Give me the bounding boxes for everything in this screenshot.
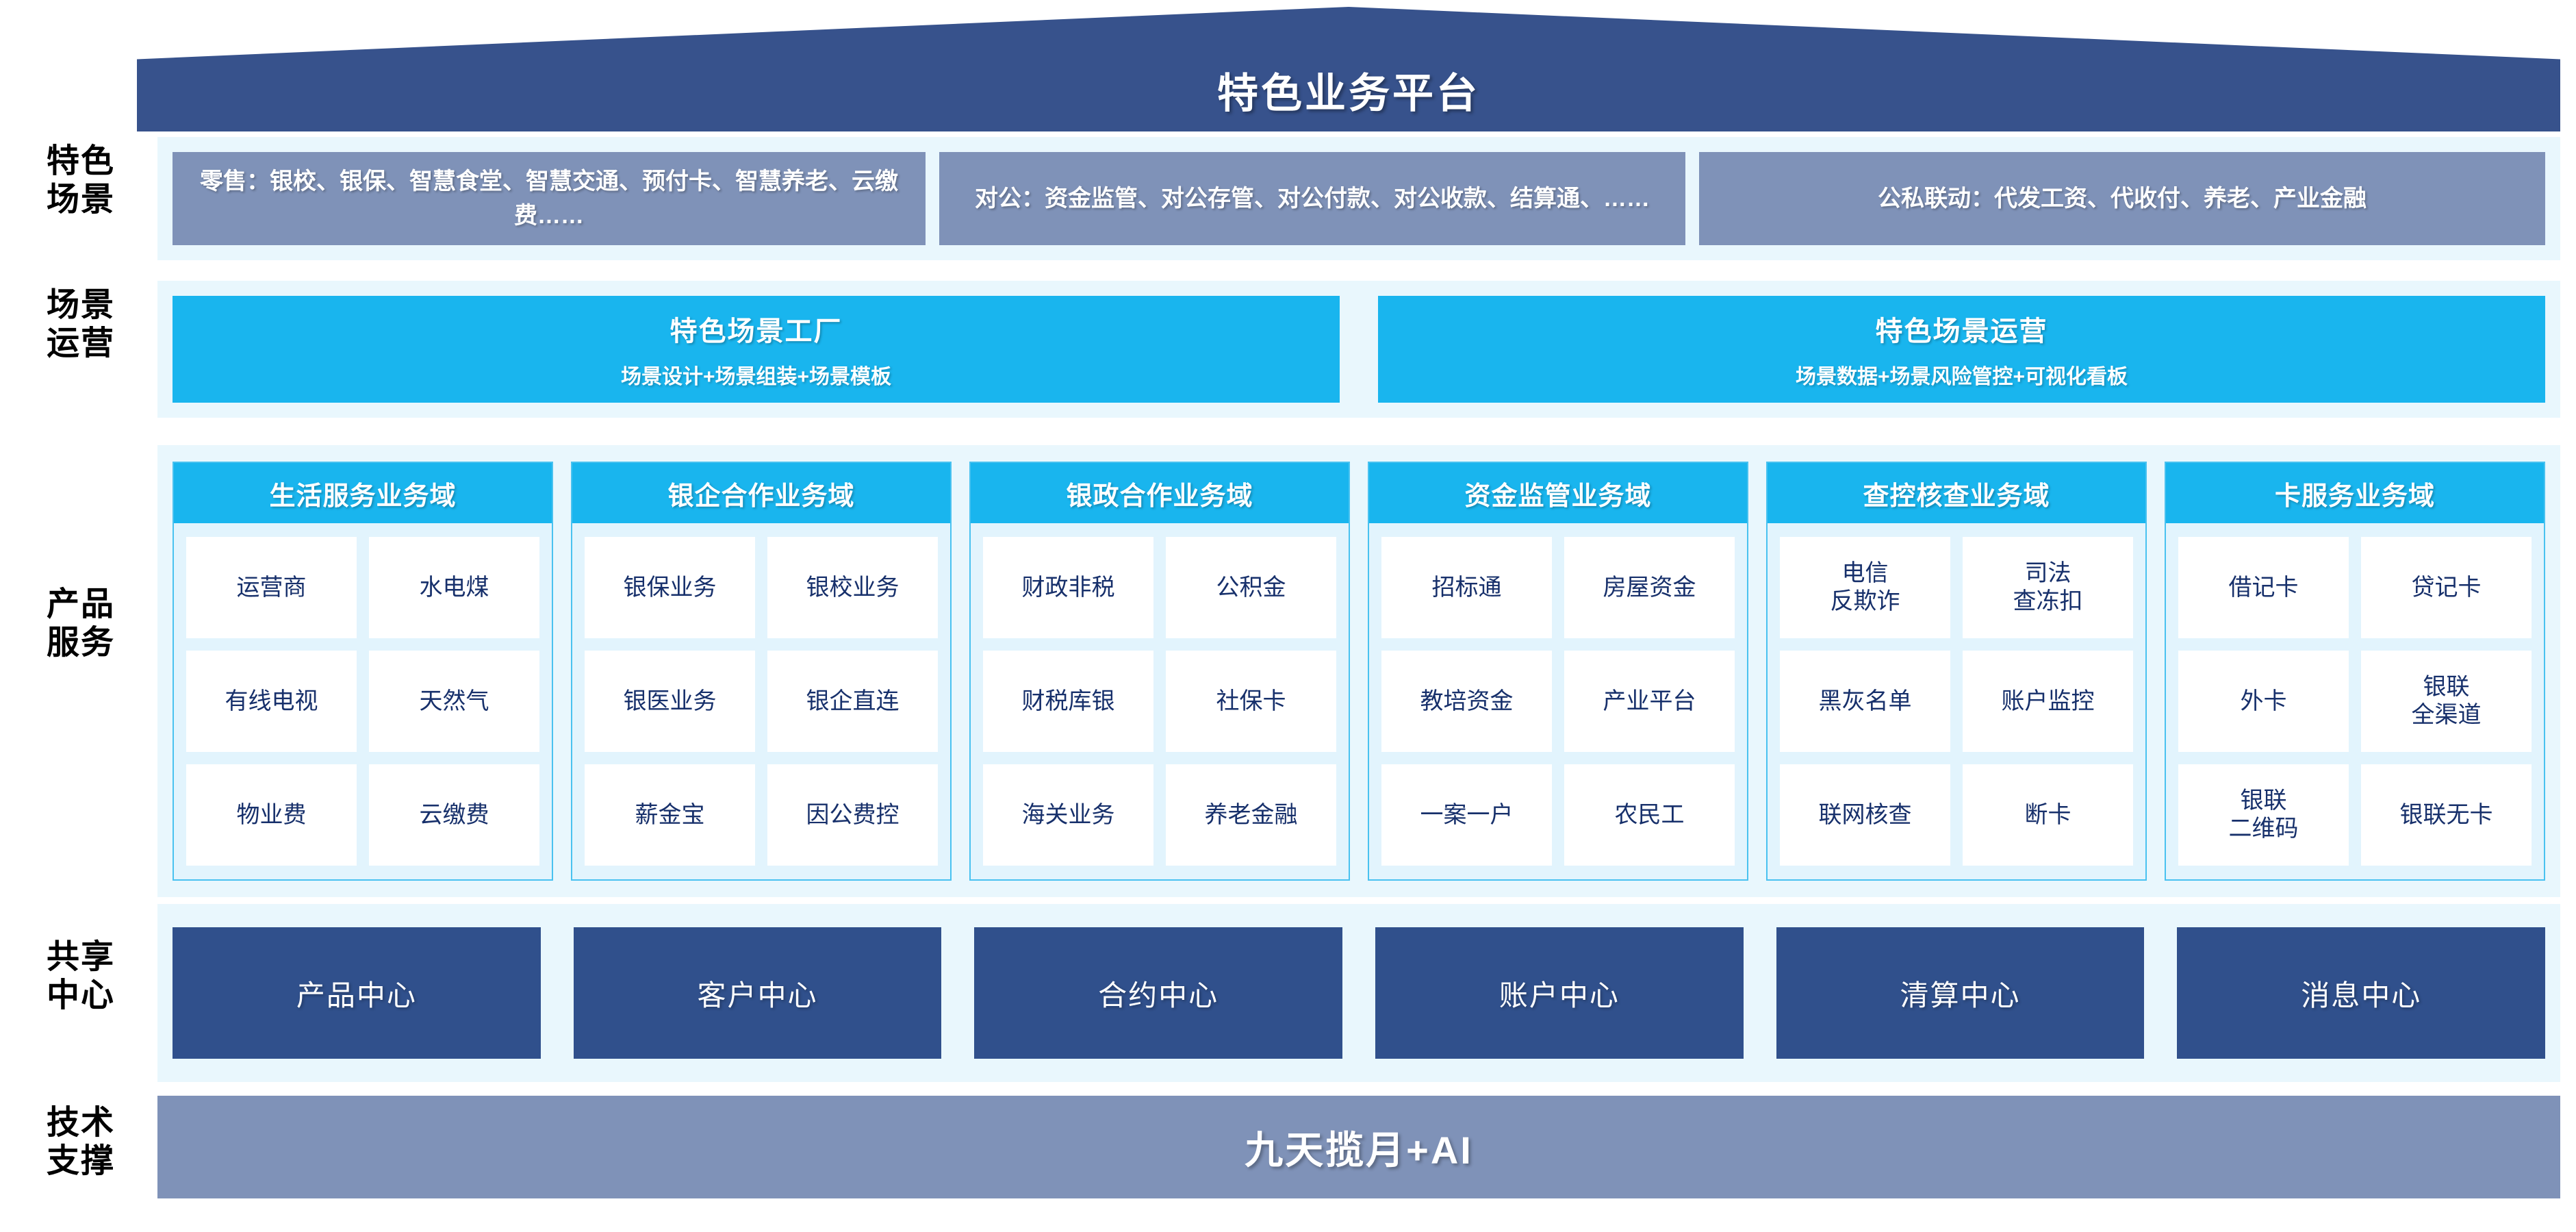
product-cell[interactable]: 银联无卡 — [2361, 764, 2532, 866]
product-cell[interactable]: 断卡 — [1963, 764, 2133, 866]
tech-support-label: 九天揽月+AI — [1245, 1128, 1473, 1172]
product-column-header: 查控核查业务域 — [1768, 463, 2145, 523]
product-cell[interactable]: 薪金宝 — [585, 764, 755, 866]
product-cell[interactable]: 因公费控 — [767, 764, 938, 866]
operations-row: 特色场景工厂 场景设计+场景组装+场景模板 特色场景运营 场景数据+场景风险管控… — [173, 296, 2545, 403]
tech-support-band: 九天揽月+AI — [157, 1096, 2560, 1198]
product-row: 生活服务业务域 运营商 水电煤 有线电视 天然气 物业费 云缴费 银企合作业务域… — [173, 462, 2545, 881]
product-band: 生活服务业务域 运营商 水电煤 有线电视 天然气 物业费 云缴费 银企合作业务域… — [157, 445, 2560, 897]
product-column-bank-enterprise: 银企合作业务域 银保业务 银校业务 银医业务 银企直连 薪金宝 因公费控 — [571, 462, 952, 881]
rail-label-shared: 共享 中心 — [46, 939, 115, 1014]
scenario-box-corporate[interactable]: 对公：资金监管、对公存管、对公付款、对公收款、结算通、…… — [939, 152, 1685, 245]
product-cell[interactable]: 财税库银 — [983, 651, 1153, 752]
product-cell[interactable]: 招标通 — [1381, 537, 1552, 638]
product-cell[interactable]: 天然气 — [369, 651, 539, 752]
product-cell[interactable]: 借记卡 — [2178, 537, 2349, 638]
product-cell[interactable]: 银保业务 — [585, 537, 755, 638]
shared-center-contract[interactable]: 合约中心 — [974, 927, 1343, 1059]
product-column-header: 资金监管业务域 — [1369, 463, 1747, 523]
shared-center-account[interactable]: 账户中心 — [1375, 927, 1744, 1059]
product-cell[interactable]: 公积金 — [1166, 537, 1336, 638]
operations-band: 特色场景工厂 场景设计+场景组装+场景模板 特色场景运营 场景数据+场景风险管控… — [157, 281, 2560, 418]
rail-label-product: 产品 服务 — [46, 586, 115, 661]
product-cell-grid: 电信 反欺诈 司法 查冻扣 黑灰名单 账户监控 联网核查 断卡 — [1768, 523, 2145, 879]
product-column-inquiry-control: 查控核查业务域 电信 反欺诈 司法 查冻扣 黑灰名单 账户监控 联网核查 断卡 — [1766, 462, 2147, 881]
platform-title: 特色业务平台 — [1217, 71, 1480, 116]
product-cell[interactable]: 银联 全渠道 — [2361, 651, 2532, 752]
product-cell[interactable]: 贷记卡 — [2361, 537, 2532, 638]
product-cell[interactable]: 联网核查 — [1780, 764, 1950, 866]
product-cell-grid: 银保业务 银校业务 银医业务 银企直连 薪金宝 因公费控 — [572, 523, 950, 879]
operations-operation-title: 特色场景运营 — [1875, 316, 2048, 347]
operations-factory-subtitle: 场景设计+场景组装+场景模板 — [620, 366, 892, 388]
product-cell[interactable]: 有线电视 — [186, 651, 357, 752]
product-cell[interactable]: 银联 二维码 — [2178, 764, 2349, 866]
product-cell[interactable]: 外卡 — [2178, 651, 2349, 752]
shared-center-product[interactable]: 产品中心 — [173, 927, 541, 1059]
scenario-box-linkage[interactable]: 公私联动：代发工资、代收付、养老、产业金融 — [1699, 152, 2545, 245]
product-column-card-services: 卡服务业务域 借记卡 贷记卡 外卡 银联 全渠道 银联 二维码 银联无卡 — [2165, 462, 2545, 881]
shared-center-message[interactable]: 消息中心 — [2177, 927, 2546, 1059]
shared-center-band: 产品中心 客户中心 合约中心 账户中心 清算中心 消息中心 — [157, 904, 2560, 1082]
scenario-row: 零售：银校、银保、智慧食堂、智慧交通、预付卡、智慧养老、云缴费…… 对公：资金监… — [173, 152, 2545, 245]
rail-label-operations: 场景 运营 — [46, 287, 115, 362]
product-cell[interactable]: 物业费 — [186, 764, 357, 866]
product-cell-grid: 借记卡 贷记卡 外卡 银联 全渠道 银联 二维码 银联无卡 — [2166, 523, 2544, 879]
scenario-box-retail[interactable]: 零售：银校、银保、智慧食堂、智慧交通、预付卡、智慧养老、云缴费…… — [173, 152, 926, 245]
product-cell-grid: 财政非税 公积金 财税库银 社保卡 海关业务 养老金融 — [971, 523, 1349, 879]
product-column-fund-supervision: 资金监管业务域 招标通 房屋资金 教培资金 产业平台 一案一户 农民工 — [1368, 462, 1748, 881]
product-cell[interactable]: 黑灰名单 — [1780, 651, 1950, 752]
product-cell[interactable]: 养老金融 — [1166, 764, 1336, 866]
shared-center-clearing[interactable]: 清算中心 — [1776, 927, 2145, 1059]
operations-factory-title: 特色场景工厂 — [669, 316, 843, 347]
product-cell-grid: 运营商 水电煤 有线电视 天然气 物业费 云缴费 — [174, 523, 552, 879]
product-column-header: 银政合作业务域 — [971, 463, 1349, 523]
product-cell[interactable]: 房屋资金 — [1564, 537, 1735, 638]
product-cell-grid: 招标通 房屋资金 教培资金 产业平台 一案一户 农民工 — [1369, 523, 1747, 879]
rail-label-scenario: 特色 场景 — [46, 143, 115, 218]
product-column-life-services: 生活服务业务域 运营商 水电煤 有线电视 天然气 物业费 云缴费 — [173, 462, 553, 881]
product-cell[interactable]: 教培资金 — [1381, 651, 1552, 752]
scenario-band: 零售：银校、银保、智慧食堂、智慧交通、预付卡、智慧养老、云缴费…… 对公：资金监… — [157, 137, 2560, 260]
operations-operation-subtitle: 场景数据+场景风险管控+可视化看板 — [1795, 366, 2128, 388]
operations-box-factory[interactable]: 特色场景工厂 场景设计+场景组装+场景模板 — [173, 296, 1340, 403]
product-cell[interactable]: 农民工 — [1564, 764, 1735, 866]
shared-center-customer[interactable]: 客户中心 — [573, 927, 942, 1059]
product-cell[interactable]: 账户监控 — [1963, 651, 2133, 752]
shared-center-row: 产品中心 客户中心 合约中心 账户中心 清算中心 消息中心 — [173, 927, 2546, 1059]
platform-roof: 特色业务平台 — [137, 7, 2560, 131]
product-cell[interactable]: 运营商 — [186, 537, 357, 638]
operations-box-operation[interactable]: 特色场景运营 场景数据+场景风险管控+可视化看板 — [1378, 296, 2545, 403]
rail-label-tech: 技术 支撑 — [46, 1105, 115, 1179]
product-cell[interactable]: 财政非税 — [983, 537, 1153, 638]
product-cell[interactable]: 银企直连 — [767, 651, 938, 752]
product-cell[interactable]: 水电煤 — [369, 537, 539, 638]
product-cell[interactable]: 产业平台 — [1564, 651, 1735, 752]
product-column-header: 生活服务业务域 — [174, 463, 552, 523]
product-column-bank-government: 银政合作业务域 财政非税 公积金 财税库银 社保卡 海关业务 养老金融 — [969, 462, 1350, 881]
product-cell[interactable]: 电信 反欺诈 — [1780, 537, 1950, 638]
product-column-header: 银企合作业务域 — [572, 463, 950, 523]
product-cell[interactable]: 一案一户 — [1381, 764, 1552, 866]
product-cell[interactable]: 银医业务 — [585, 651, 755, 752]
product-cell[interactable]: 银校业务 — [767, 537, 938, 638]
product-cell[interactable]: 云缴费 — [369, 764, 539, 866]
product-column-header: 卡服务业务域 — [2166, 463, 2544, 523]
product-cell[interactable]: 社保卡 — [1166, 651, 1336, 752]
product-cell[interactable]: 海关业务 — [983, 764, 1153, 866]
product-cell[interactable]: 司法 查冻扣 — [1963, 537, 2133, 638]
